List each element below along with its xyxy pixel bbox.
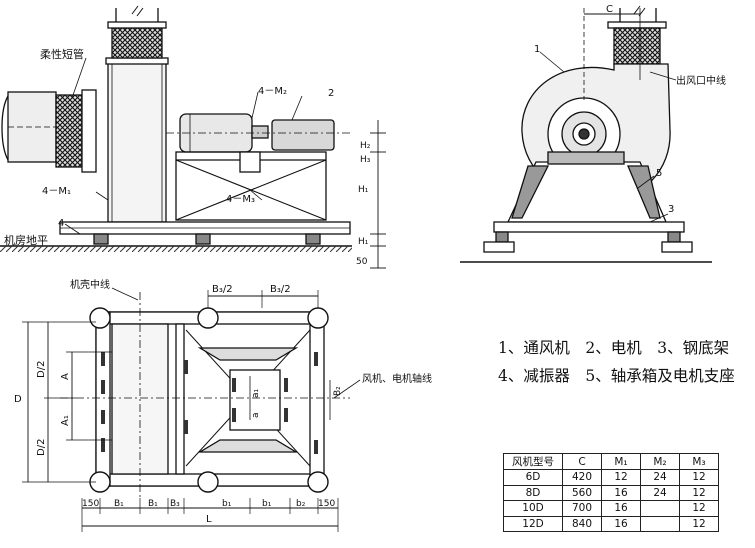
label-m3: 4－M₃ [226,194,255,205]
label-fan-number: 1 [534,44,540,55]
label-base-number: 4 [58,218,64,229]
label-dim-b1b: B₁ [148,499,158,509]
table-header-row: 风机型号 C M₁ M₂ M₃ [503,453,719,470]
label-h1: H₁ [358,185,369,195]
label-shaft-line: 风机、电机轴线 [362,372,432,385]
bearing-box [271,119,335,151]
table-row: 8D 560 16 24 12 [503,484,719,501]
cell: 420 [562,469,602,486]
legend-line-1: 1、通风机 2、电机 3、钢底架 [498,339,730,357]
label-a-bottom: A₁ [60,415,71,426]
label-b-right: B₂ [333,386,343,396]
label-motor-number: 2 [328,88,334,99]
label-dim-b2: b₂ [296,499,306,509]
label-bearing-number: 5 [656,168,662,179]
label-h-lower: H₁ [358,237,369,247]
label-b3-half-a: B₃/2 [212,284,233,295]
table-row: 12D 840 16 12 [503,515,719,532]
label-dim-b1: B₁ [114,499,124,509]
cell: 12 [679,500,719,517]
front-steel-base [493,221,685,233]
label-fifty: 50 [356,257,368,267]
cell: 24 [640,484,680,501]
table-row: 10D 700 16 12 [503,500,719,517]
header-model: 风机型号 [503,453,563,470]
label-b3-half-b: B₃/2 [270,284,291,295]
label-flexible-pipe: 柔性短管 [40,47,84,61]
legend-line-2: 4、减振器 5、轴承箱及电机支座 [498,367,735,385]
label-casing-center: 机壳中线 [70,278,110,291]
front-elevation-view [460,5,712,263]
label-frame-number: 3 [668,204,674,215]
flexible-connector-inlet [55,94,83,168]
cell: 16 [601,515,641,532]
header-m1: M₁ [601,453,641,470]
cell [640,500,680,517]
cell: 700 [562,500,602,517]
label-outlet-center: 出风口中线 [676,74,726,87]
plan-view [22,287,361,532]
table-row: 6D 420 12 24 12 [503,469,719,486]
cell: 24 [640,469,680,486]
label-dim-b3: B₃ [170,499,180,509]
cell [640,515,680,532]
label-a-top: A [60,373,71,380]
label-h3: H₃ [360,155,371,165]
label-dim-150-right: 150 [318,499,335,509]
cell: 12 [679,484,719,501]
label-a2: a [251,412,261,418]
plan-isolators [89,307,329,493]
label-m2: 4－M₂ [258,86,287,97]
label-c: C [606,4,613,15]
cell: 840 [562,515,602,532]
front-outlet-connector [613,27,661,65]
cell: 12 [601,469,641,486]
cell: 12D [503,515,563,532]
component-legend: 1、通风机 2、电机 3、钢底架 4、减振器 5、轴承箱及电机支座 [498,334,753,390]
label-dim-l: L [206,514,212,525]
cell: 16 [601,484,641,501]
vibration-isolators [93,233,321,245]
label-dim-b-a: b₁ [222,499,232,509]
label-dim-150-left: 150 [82,499,99,509]
header-m3: M₃ [679,453,719,470]
cell: 560 [562,484,602,501]
cell: 8D [503,484,563,501]
cell: 16 [601,500,641,517]
label-a1: a₁ [251,388,261,398]
header-c: C [562,453,602,470]
label-d-half-bottom: D/2 [36,439,47,456]
cell: 10D [503,500,563,517]
label-dim-b-b: b₁ [262,499,272,509]
fan-casing-column [107,61,167,223]
side-elevation-view [0,5,386,269]
header-m2: M₂ [640,453,680,470]
label-floor: 机房地平 [4,233,48,247]
flexible-connector-outlet [111,27,163,59]
cell: 12 [679,515,719,532]
label-d-half-top: D/2 [36,361,47,378]
cell: 12 [679,469,719,486]
label-h2: H₂ [360,141,371,151]
cell: 6D [503,469,563,486]
fan-spec-table: 风机型号 C M₁ M₂ M₃ 6D 420 12 24 12 8D 560 1… [503,453,719,532]
label-d: D [14,394,22,405]
label-m1: 4－M₁ [42,186,71,197]
